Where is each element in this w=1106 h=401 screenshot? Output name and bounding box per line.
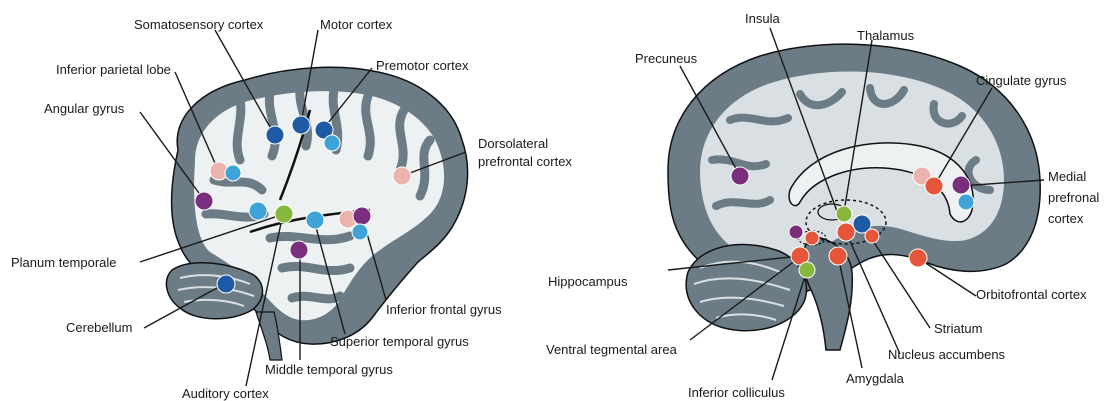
dot-inferior-frontal-3 bbox=[352, 224, 368, 240]
label-dorsolateral-1: Dorsolateral bbox=[478, 136, 548, 151]
label-somatosensory-cortex: Somatosensory cortex bbox=[134, 17, 264, 32]
dot-auditory bbox=[275, 205, 293, 223]
dot-amygdala bbox=[829, 247, 847, 265]
dot-orbitofrontal bbox=[909, 249, 927, 267]
dot-insula bbox=[836, 206, 852, 222]
label-ventral-tegmental-area: Ventral tegmental area bbox=[546, 342, 678, 357]
label-amygdala: Amygdala bbox=[846, 371, 905, 386]
dot-superior-temporal bbox=[306, 211, 324, 229]
dot-planum bbox=[249, 202, 267, 220]
label-striatum: Striatum bbox=[934, 321, 982, 336]
label-medial-3: cortex bbox=[1048, 211, 1084, 226]
label-precuneus: Precuneus bbox=[635, 51, 698, 66]
label-auditory-cortex: Auditory cortex bbox=[182, 386, 269, 401]
dot-dorsolateral bbox=[393, 167, 411, 185]
label-superior-temporal-gyrus: Superior temporal gyrus bbox=[330, 334, 469, 349]
dot-hippocampus-2 bbox=[805, 231, 819, 245]
medial-brain: Insula Thalamus Precuneus Cingulate gyru… bbox=[546, 11, 1099, 400]
label-dorsolateral-2: prefrontal cortex bbox=[478, 154, 572, 169]
dot-motor bbox=[292, 116, 310, 134]
label-planum-temporale: Planum temporale bbox=[11, 255, 117, 270]
label-medial-1: Medial bbox=[1048, 169, 1086, 184]
dot-inferior-frontal-2 bbox=[353, 207, 371, 225]
dot-premotor-2 bbox=[324, 135, 340, 151]
dot-hippocampus-1 bbox=[789, 225, 803, 239]
label-middle-temporal-gyrus: Middle temporal gyrus bbox=[265, 362, 393, 377]
label-insula: Insula bbox=[745, 11, 780, 26]
label-orbitofrontal-cortex: Orbitofrontal cortex bbox=[976, 287, 1087, 302]
label-medial-2: prefronal bbox=[1048, 190, 1099, 205]
dot-somatosensory bbox=[266, 126, 284, 144]
label-cerebellum: Cerebellum bbox=[66, 320, 132, 335]
label-angular-gyrus: Angular gyrus bbox=[44, 101, 125, 116]
dot-middle-temporal bbox=[290, 241, 308, 259]
dot-medial-prefrontal-2 bbox=[958, 194, 974, 210]
dot-precuneus bbox=[731, 167, 749, 185]
label-cingulate-gyrus: Cingulate gyrus bbox=[976, 73, 1067, 88]
label-motor-cortex: Motor cortex bbox=[320, 17, 393, 32]
label-nucleus-accumbens: Nucleus accumbens bbox=[888, 347, 1006, 362]
label-inferior-parietal-lobe: Inferior parietal lobe bbox=[56, 62, 171, 77]
label-inferior-frontal-gyrus: Inferior frontal gyrus bbox=[386, 302, 502, 317]
lateral-brain: Somatosensory cortex Motor cortex Premot… bbox=[11, 17, 572, 401]
dot-nucleus-accumbens bbox=[837, 223, 855, 241]
dot-cerebellum bbox=[217, 275, 235, 293]
label-thalamus: Thalamus bbox=[857, 28, 915, 43]
label-premotor-cortex: Premotor cortex bbox=[376, 58, 469, 73]
dot-medial-prefrontal-1 bbox=[952, 176, 970, 194]
label-inferior-colliculus: Inferior colliculus bbox=[688, 385, 785, 400]
dot-striatum-2 bbox=[865, 229, 879, 243]
dot-cingulate-2 bbox=[925, 177, 943, 195]
dot-inferior-parietal-2 bbox=[225, 165, 241, 181]
dot-angular bbox=[195, 192, 213, 210]
dot-inferior-colliculus bbox=[799, 262, 815, 278]
label-hippocampus: Hippocampus bbox=[548, 274, 628, 289]
